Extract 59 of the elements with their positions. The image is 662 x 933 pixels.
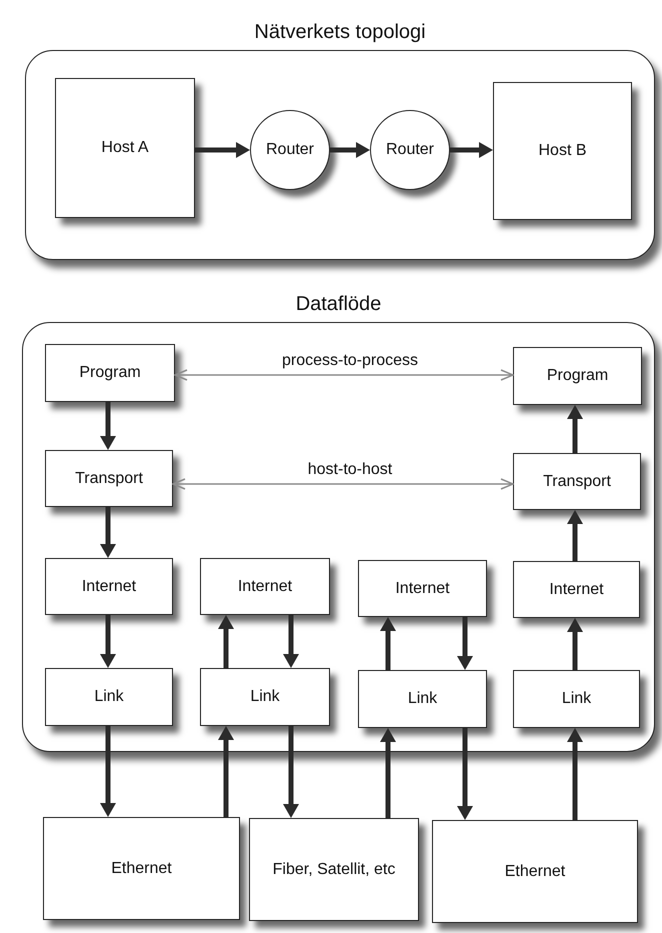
- double-arrow: [172, 478, 514, 490]
- node-label: Link: [250, 687, 280, 707]
- node-label: Fiber, Satellit, etc: [272, 860, 396, 880]
- arrow: [567, 405, 583, 453]
- arrow: [100, 615, 116, 668]
- host-box: [493, 82, 632, 220]
- arrow: [283, 615, 299, 668]
- node-label: Internet: [82, 576, 136, 596]
- node-label: Host A: [101, 138, 149, 158]
- arrow: [100, 726, 116, 817]
- arrow: [567, 618, 583, 670]
- arrow: [380, 728, 396, 818]
- layer-box: [45, 450, 173, 507]
- node-label: Program: [79, 363, 141, 383]
- node-label: Link: [408, 689, 438, 709]
- arrow: [283, 726, 299, 818]
- arrow: [567, 510, 583, 561]
- double-arrow: [174, 369, 514, 381]
- host-box: [55, 78, 195, 218]
- arrow: [218, 615, 234, 668]
- arrow: [330, 142, 370, 158]
- node-label: Router: [386, 140, 434, 160]
- layer-box: [358, 560, 487, 617]
- layer-box: [45, 558, 173, 615]
- node-label: Internet: [549, 580, 604, 600]
- node-label: Link: [562, 689, 592, 709]
- layer-box: [200, 558, 330, 615]
- panel-title: Dataflöde: [296, 292, 382, 316]
- arrow: [100, 507, 116, 558]
- node-label: Internet: [238, 576, 292, 596]
- layer-box: [513, 453, 641, 510]
- node-label: Host B: [538, 141, 586, 161]
- layer-box: [513, 670, 640, 728]
- arrow: [457, 728, 473, 820]
- medium-box: [249, 818, 419, 921]
- arrow: [457, 617, 473, 670]
- arrow: [380, 617, 396, 670]
- node-label: Transport: [75, 468, 143, 488]
- node-label: Ethernet: [111, 858, 172, 878]
- layer-box: [45, 344, 175, 402]
- panel-title: Nätverkets topologi: [254, 20, 426, 44]
- layer-box: [513, 561, 640, 618]
- arrow: [450, 142, 493, 158]
- arrow: [100, 402, 116, 450]
- arrow: [218, 726, 234, 817]
- medium-box: [43, 817, 240, 920]
- node-label: Link: [94, 687, 124, 707]
- layer-box: [200, 668, 330, 726]
- arrow: [567, 728, 583, 820]
- node-label: Internet: [395, 578, 450, 598]
- node-label: Ethernet: [504, 862, 566, 882]
- medium-box: [432, 820, 638, 923]
- node-label: Transport: [543, 472, 611, 492]
- node-label: Router: [266, 140, 314, 160]
- layer-box: [513, 347, 642, 405]
- layer-box: [45, 668, 173, 726]
- layer-box: [358, 670, 487, 728]
- node-label: Program: [546, 366, 608, 386]
- arrow: [195, 142, 250, 158]
